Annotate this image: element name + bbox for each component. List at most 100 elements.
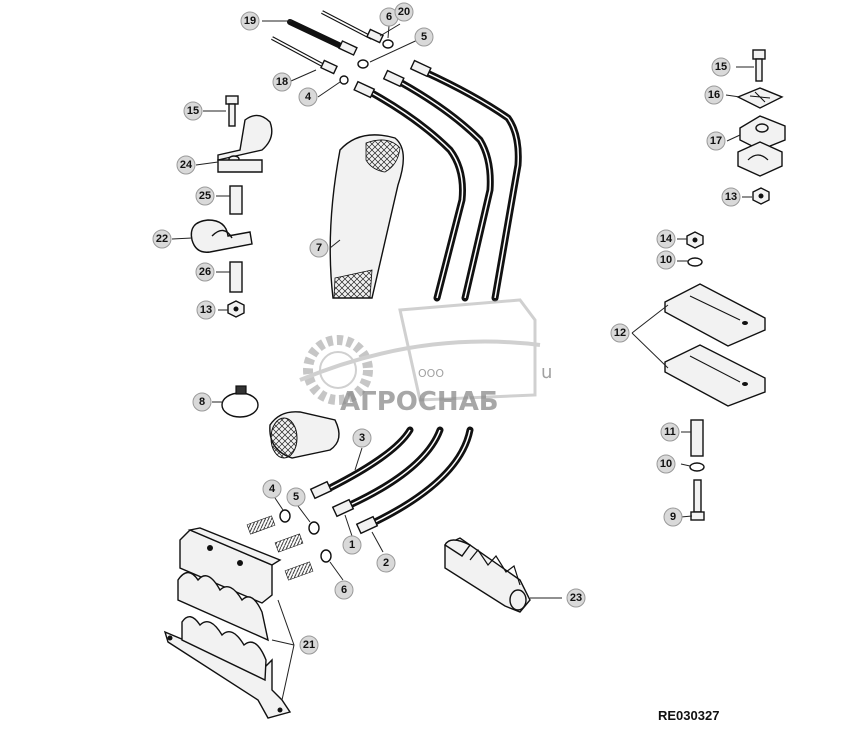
o-ring-6-top [382,39,394,49]
callout-16: 16 [704,85,724,105]
callout-number: 15 [187,105,199,117]
nut-13-left [227,300,245,318]
callout-number: 11 [664,426,676,438]
bolt-15-left [225,95,239,127]
callout-5: 5 [414,27,434,47]
sleeve-lower [269,411,340,459]
callout-number: 10 [660,458,672,470]
callout-number: 7 [316,242,322,254]
callout-circle [342,535,362,555]
callout-8: 8 [192,392,212,412]
callout-circle [272,72,292,92]
callout-10: 10 [656,454,676,474]
callout-number: 21 [303,639,315,651]
callout-number: 19 [244,15,256,27]
tube-20 [321,10,384,44]
bolt-15-right [752,49,766,82]
figure-reference: RE030327 [658,708,719,723]
callout-circle [192,392,212,412]
o-ring-5-lower [308,521,320,535]
callout-circle [176,155,196,175]
callout-number: 13 [200,304,212,316]
callout-2: 2 [376,553,396,573]
callout-circle [711,57,731,77]
bolt-9 [690,479,705,521]
callout-number: 5 [421,31,427,43]
callout-22: 22 [152,229,172,249]
plate-16 [736,87,784,109]
callout-circle [309,238,329,258]
callout-number: 10 [660,254,672,266]
callout-circle [704,85,724,105]
tube-18 [271,36,338,75]
callout-6: 6 [334,580,354,600]
callout-circle [334,580,354,600]
callout-12: 12 [610,323,630,343]
callout-number: 5 [293,491,299,503]
o-ring-5-top [357,59,369,69]
clamp-block-23 [444,537,531,613]
callout-circle [183,101,203,121]
callout-number: 24 [180,159,193,171]
callout-18: 18 [272,72,292,92]
protective-sleeve-7 [329,134,404,299]
callout-circle [196,300,216,320]
callout-number: 13 [725,191,737,203]
callout-4: 4 [262,479,282,499]
callout-13: 13 [721,187,741,207]
callout-7: 7 [309,238,329,258]
hose-clamp-21 [163,527,292,719]
hose-assembly-top [353,59,522,302]
callout-number: 25 [199,190,211,202]
callout-number: 15 [715,61,727,73]
clamp-17 [737,115,786,177]
callout-number: 6 [341,584,347,596]
callout-3: 3 [352,428,372,448]
callout-number: 12 [614,327,626,339]
callout-9: 9 [663,507,683,527]
o-ring-6-lower [320,549,332,563]
fittings-lower [246,515,314,581]
callout-15: 15 [711,57,731,77]
hose-19 [287,19,358,56]
hose-assembly-lower [309,426,474,535]
callout-number: 2 [383,557,389,569]
callout-circle [566,588,586,608]
callout-4: 4 [298,87,318,107]
callout-circle [663,507,683,527]
callout-11: 11 [660,422,680,442]
watermark-prefix: ООО [418,367,444,380]
nut-14 [686,231,704,249]
callout-number: 20 [398,6,410,18]
callout-number: 26 [199,266,211,278]
callout-13: 13 [196,300,216,320]
leader-lines [171,20,754,701]
clamp-ring-8 [221,385,259,418]
callout-number: 4 [269,483,276,495]
callout-circle [660,422,680,442]
callout-14: 14 [656,229,676,249]
callout-circle [656,250,676,270]
o-ring-4-lower [279,509,291,523]
callout-25: 25 [195,186,215,206]
callout-number: 1 [349,539,355,551]
callout-21: 21 [299,635,319,655]
clamp-22 [190,219,253,253]
spacer-26 [229,261,243,293]
callout-24: 24 [176,155,196,175]
o-ring-4-top [339,75,349,85]
callout-circle [394,2,414,22]
callout-23: 23 [566,588,586,608]
callout-number: 9 [670,511,676,523]
nut-13-right [752,187,770,205]
callout-circle [721,187,741,207]
callout-5: 5 [286,487,306,507]
spacer-11 [690,419,704,457]
callout-circle [240,11,260,31]
callout-number: 14 [660,233,673,245]
callout-20: 20 [394,2,414,22]
callout-1: 1 [342,535,362,555]
callout-circle [286,487,306,507]
callout-26: 26 [195,262,215,282]
